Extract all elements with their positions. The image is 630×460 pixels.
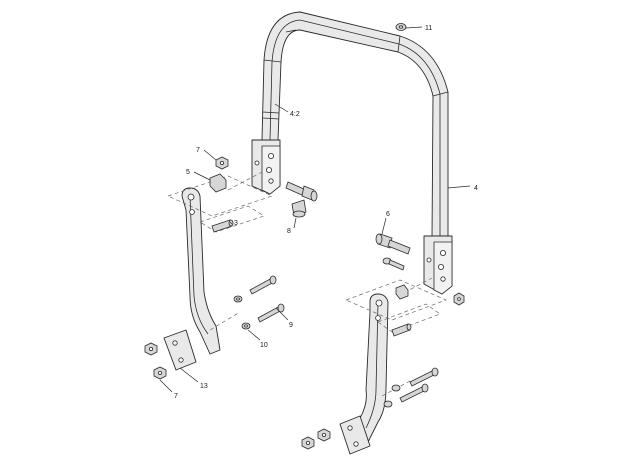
callout-5: 5 bbox=[186, 169, 190, 176]
bolt-right-lower bbox=[399, 383, 429, 403]
callout-8: 8 bbox=[287, 228, 291, 235]
washer-10-lower bbox=[241, 322, 251, 330]
leader-lines bbox=[159, 26, 471, 393]
left-base-plate-13 bbox=[163, 329, 197, 371]
callout-9: 9 bbox=[289, 322, 293, 329]
bolt-9-lower bbox=[257, 303, 285, 323]
rollbar-hoop bbox=[261, 11, 449, 239]
cap-washer-11 bbox=[395, 23, 407, 31]
dashed-assembly-planes bbox=[167, 171, 447, 397]
nut-right-base-b bbox=[301, 436, 315, 450]
callout-7-top: 7 bbox=[196, 147, 200, 154]
pin-right bbox=[391, 323, 412, 337]
washer-10-upper bbox=[233, 295, 243, 303]
bolt-right-upper bbox=[409, 367, 439, 387]
nut-right-mount bbox=[453, 292, 465, 306]
callout-13: 13 bbox=[200, 383, 208, 390]
hoop-right-mount-plate bbox=[423, 235, 453, 295]
right-upright-post bbox=[353, 293, 389, 447]
clip-5 bbox=[209, 173, 227, 193]
nut-7-top bbox=[215, 156, 229, 170]
lock-pin-8 bbox=[285, 181, 318, 218]
callout-3: 3 bbox=[234, 220, 238, 227]
callout-6: 6 bbox=[386, 211, 390, 218]
nut-7-bottom-b bbox=[153, 366, 167, 380]
callout-4-2: 4:2 bbox=[290, 111, 300, 118]
callout-10: 10 bbox=[260, 342, 268, 349]
nut-right-base-a bbox=[317, 428, 331, 442]
washer-right-upper bbox=[391, 384, 401, 392]
washer-right-lower bbox=[383, 400, 393, 408]
right-base-plate bbox=[339, 415, 371, 455]
hoop-left-mount-plate bbox=[251, 139, 281, 195]
clip-right bbox=[395, 284, 409, 300]
callout-4: 4 bbox=[474, 185, 478, 192]
bolt-9-upper bbox=[249, 275, 277, 295]
callout-11: 11 bbox=[425, 25, 432, 32]
callout-7-bottom: 7 bbox=[174, 393, 178, 400]
left-upright-post bbox=[181, 187, 221, 355]
nut-7-bottom-a bbox=[144, 342, 158, 356]
lock-pin-6 bbox=[375, 233, 411, 271]
